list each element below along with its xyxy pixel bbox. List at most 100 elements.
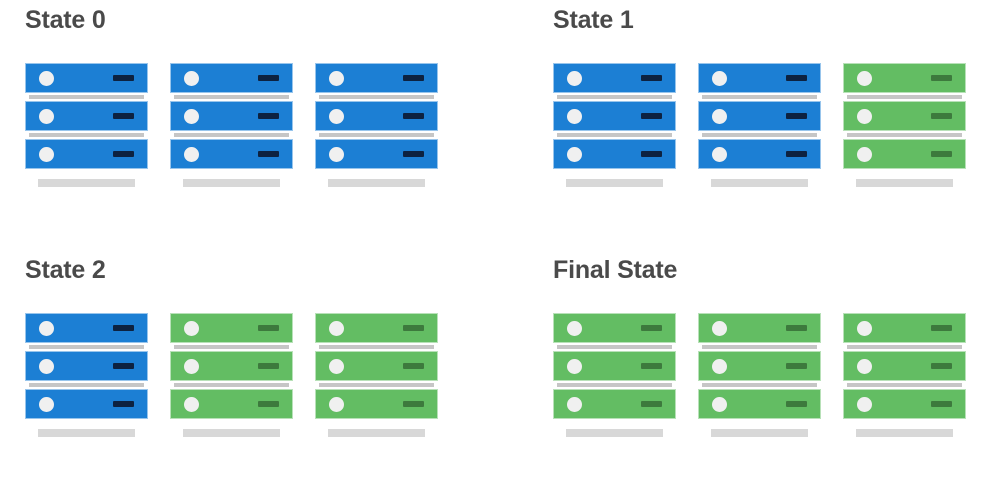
rack-separator bbox=[29, 383, 144, 387]
rack-group-state-1 bbox=[553, 63, 966, 187]
server-unit[interactable] bbox=[843, 139, 966, 169]
server-rack[interactable] bbox=[25, 63, 148, 187]
panel-state-0: State 0 bbox=[25, 8, 106, 33]
rack-base-shadow bbox=[711, 179, 808, 187]
port-indicator-icon bbox=[258, 113, 279, 119]
server-unit[interactable] bbox=[170, 351, 293, 381]
panel-title-state-2: State 2 bbox=[25, 256, 106, 284]
port-indicator-icon bbox=[786, 151, 807, 157]
port-indicator-icon bbox=[931, 325, 952, 331]
port-indicator-icon bbox=[258, 75, 279, 81]
server-unit[interactable] bbox=[315, 63, 438, 93]
rack-separator bbox=[847, 95, 962, 99]
server-unit[interactable] bbox=[553, 101, 676, 131]
server-unit[interactable] bbox=[25, 139, 148, 169]
server-unit[interactable] bbox=[843, 351, 966, 381]
server-unit[interactable] bbox=[553, 389, 676, 419]
server-unit[interactable] bbox=[315, 351, 438, 381]
rack-base-shadow bbox=[183, 429, 280, 437]
server-unit-body bbox=[25, 389, 148, 419]
server-unit[interactable] bbox=[553, 63, 676, 93]
server-unit-body bbox=[553, 63, 676, 93]
rack-separator bbox=[702, 345, 817, 349]
status-led-icon bbox=[184, 109, 199, 124]
port-indicator-icon bbox=[113, 401, 134, 407]
server-rack[interactable] bbox=[698, 63, 821, 187]
server-rack[interactable] bbox=[553, 313, 676, 437]
server-unit[interactable] bbox=[170, 63, 293, 93]
server-unit[interactable] bbox=[315, 313, 438, 343]
rack-separator bbox=[557, 95, 672, 99]
rack-separator bbox=[319, 133, 434, 137]
rack-group-state-0 bbox=[25, 63, 438, 187]
server-unit[interactable] bbox=[170, 139, 293, 169]
server-unit-body bbox=[698, 389, 821, 419]
panel-title-state-0: State 0 bbox=[25, 6, 106, 34]
server-unit[interactable] bbox=[698, 139, 821, 169]
rack-group-state-2 bbox=[25, 313, 438, 437]
status-led-icon bbox=[567, 71, 582, 86]
rack-base-shadow bbox=[711, 429, 808, 437]
server-unit[interactable] bbox=[315, 389, 438, 419]
server-unit[interactable] bbox=[315, 139, 438, 169]
server-unit[interactable] bbox=[25, 389, 148, 419]
server-rack[interactable] bbox=[25, 313, 148, 437]
server-rack[interactable] bbox=[170, 313, 293, 437]
port-indicator-icon bbox=[258, 401, 279, 407]
server-unit[interactable] bbox=[170, 313, 293, 343]
server-unit[interactable] bbox=[25, 351, 148, 381]
port-indicator-icon bbox=[786, 325, 807, 331]
server-unit[interactable] bbox=[25, 313, 148, 343]
server-unit[interactable] bbox=[698, 351, 821, 381]
server-unit-body bbox=[25, 101, 148, 131]
status-led-icon bbox=[857, 147, 872, 162]
server-unit-body bbox=[698, 101, 821, 131]
rack-separator bbox=[319, 345, 434, 349]
status-led-icon bbox=[567, 147, 582, 162]
server-unit[interactable] bbox=[698, 389, 821, 419]
server-unit-body bbox=[315, 101, 438, 131]
port-indicator-icon bbox=[403, 363, 424, 369]
server-unit[interactable] bbox=[315, 101, 438, 131]
server-rack[interactable] bbox=[553, 63, 676, 187]
server-rack[interactable] bbox=[315, 313, 438, 437]
status-led-icon bbox=[857, 109, 872, 124]
status-led-icon bbox=[329, 109, 344, 124]
server-unit[interactable] bbox=[553, 139, 676, 169]
server-unit-body bbox=[553, 101, 676, 131]
server-rack[interactable] bbox=[315, 63, 438, 187]
server-unit[interactable] bbox=[698, 313, 821, 343]
server-unit-body bbox=[315, 139, 438, 169]
port-indicator-icon bbox=[403, 113, 424, 119]
status-led-icon bbox=[184, 321, 199, 336]
server-rack[interactable] bbox=[843, 63, 966, 187]
server-unit[interactable] bbox=[698, 101, 821, 131]
server-rack[interactable] bbox=[698, 313, 821, 437]
rack-separator bbox=[847, 133, 962, 137]
server-unit[interactable] bbox=[25, 63, 148, 93]
status-led-icon bbox=[39, 109, 54, 124]
server-unit[interactable] bbox=[843, 101, 966, 131]
server-unit-body bbox=[170, 101, 293, 131]
rack-separator bbox=[847, 383, 962, 387]
server-unit-body bbox=[170, 63, 293, 93]
server-unit[interactable] bbox=[170, 389, 293, 419]
server-rack[interactable] bbox=[843, 313, 966, 437]
rack-base-shadow bbox=[856, 429, 953, 437]
server-unit-body bbox=[25, 139, 148, 169]
status-led-icon bbox=[567, 109, 582, 124]
server-unit[interactable] bbox=[553, 351, 676, 381]
server-unit[interactable] bbox=[843, 389, 966, 419]
server-unit[interactable] bbox=[25, 101, 148, 131]
port-indicator-icon bbox=[641, 325, 662, 331]
rack-separator bbox=[29, 133, 144, 137]
rack-base-shadow bbox=[856, 179, 953, 187]
server-unit[interactable] bbox=[698, 63, 821, 93]
server-unit[interactable] bbox=[843, 63, 966, 93]
server-rack[interactable] bbox=[170, 63, 293, 187]
server-unit[interactable] bbox=[843, 313, 966, 343]
panel-title-final-state: Final State bbox=[553, 256, 678, 284]
server-unit[interactable] bbox=[553, 313, 676, 343]
server-unit[interactable] bbox=[170, 101, 293, 131]
